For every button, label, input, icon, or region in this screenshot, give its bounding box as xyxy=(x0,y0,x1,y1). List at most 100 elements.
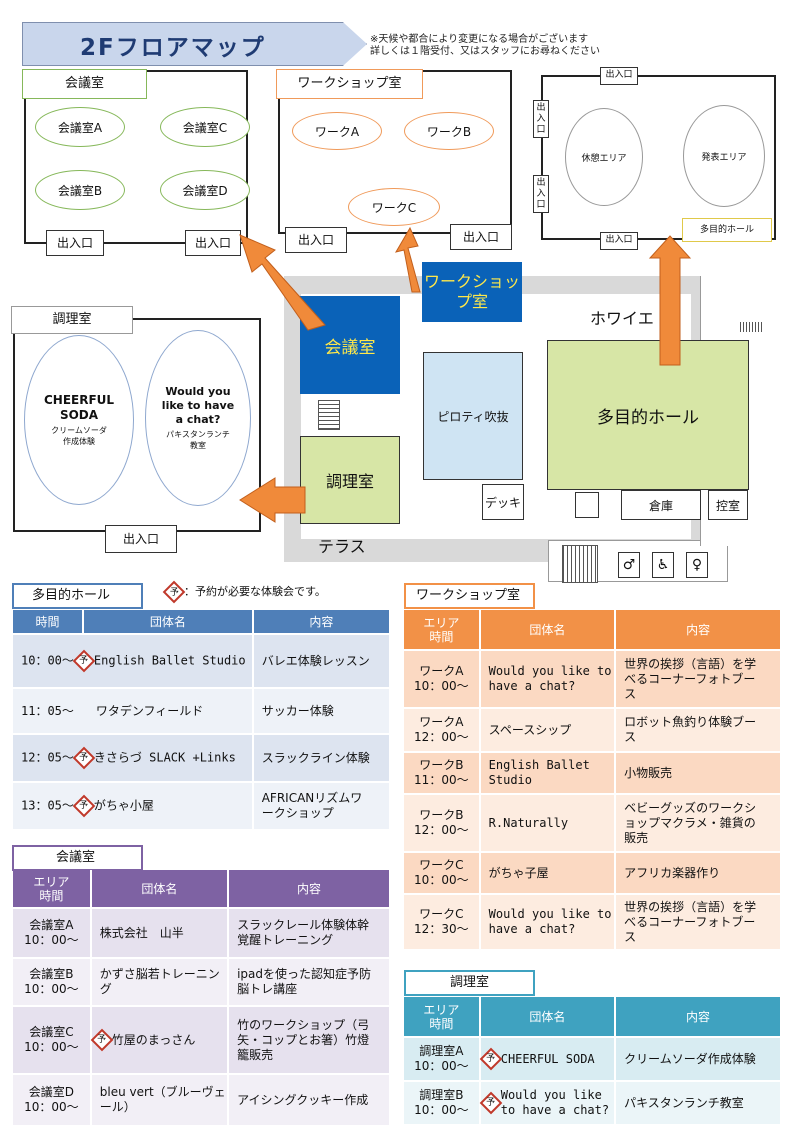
group-cell: スペースシップ xyxy=(479,708,617,753)
group-cell: Would you like to have a chat? xyxy=(479,650,617,709)
area-text: 会議室C xyxy=(29,1025,74,1039)
group-text: ワタデンフィールド xyxy=(95,703,204,718)
booth-cheerful-soda-name: CHEERFUL SODA xyxy=(44,393,115,422)
content-cell: アイシングクッキー作成 xyxy=(228,1074,391,1127)
area-text: 会議室D xyxy=(28,1085,75,1099)
plan-meeting: 会議室 xyxy=(300,296,400,394)
content-text: バレエ体験レッスン xyxy=(261,653,370,668)
title-banner xyxy=(22,22,367,66)
rest-area: 休憩エリア xyxy=(565,108,643,206)
time-text: 11：05～ xyxy=(21,703,74,718)
stairs-icon xyxy=(318,400,340,430)
direction-arrows xyxy=(239,226,692,523)
group-cell: 予竹屋のまっさん xyxy=(90,1006,230,1075)
time-text: 12：00～ xyxy=(414,823,469,837)
col-content: 内容 xyxy=(615,997,782,1038)
womens-toilet-icon: ♀ xyxy=(686,552,708,578)
group-cell: bleu vert（ブルーヴェール） xyxy=(90,1074,230,1127)
group-text: English Ballet Studio xyxy=(93,653,246,668)
plan-deck: デッキ xyxy=(482,484,524,520)
hall-door-side-2: 出入口 xyxy=(533,175,549,213)
reserve-mark-icon: 予 xyxy=(162,580,186,603)
workshop-room-label: ワークショップ室 xyxy=(276,69,423,99)
meeting-table-tag: 会議室 xyxy=(12,845,143,871)
workshop-door-right: 出入口 xyxy=(450,224,512,250)
content-cell: スラックライン体験 xyxy=(252,734,392,783)
group-text: きさらづ SLACK +Links xyxy=(93,750,236,765)
plan-waiting-room: 控室 xyxy=(708,490,748,520)
group-text: R.Naturally xyxy=(488,815,569,830)
group-text: がちゃ子屋 xyxy=(488,865,549,880)
group-text: bleu vert（ブルーヴェール） xyxy=(99,1085,226,1114)
booth-work-a: ワークA xyxy=(292,112,382,150)
booth-cheerful-soda-sub: クリームソーダ作成体験 xyxy=(51,426,107,446)
time-text: 10：00～ xyxy=(414,873,469,887)
plan-workshop: ワークショップ室 xyxy=(422,262,522,322)
group-text: 株式会社 山半 xyxy=(99,925,184,940)
time-text: 10：00～ xyxy=(414,679,469,693)
group-cell: R.Naturally xyxy=(479,794,617,853)
accessible-toilet-icon: ♿ xyxy=(652,552,674,578)
arrow-to-hall-icon xyxy=(648,235,692,366)
stairs-icon xyxy=(562,545,598,583)
cooking-door: 出入口 xyxy=(105,525,177,553)
group-cell: 株式会社 山半 xyxy=(90,908,230,959)
content-text: アフリカ楽器作り xyxy=(624,865,721,880)
area-text: 調理室A xyxy=(419,1044,464,1058)
group-text: Would you like to have a chat? xyxy=(488,907,612,936)
table-row: 11：05～ ワタデンフィールド サッカー体験 xyxy=(13,688,392,735)
area-text: ワークC xyxy=(419,858,464,872)
group-text: English Ballet Studio xyxy=(488,758,590,787)
plan-terrace: テラス xyxy=(318,537,366,556)
plan-cooking: 調理室 xyxy=(300,436,400,524)
notice-line-2: 詳しくは１階受付、又はスタッフにお尋ねください xyxy=(370,46,600,57)
group-cell: English Ballet Studio xyxy=(479,752,617,795)
booth-work-c: ワークC xyxy=(348,188,440,226)
content-text: パキスタンランチ教室 xyxy=(624,1095,744,1110)
arrow-to-workshop-icon xyxy=(394,226,421,293)
content-text: ベビーグッズのワークショップマクラメ・雑貨の販売 xyxy=(624,800,757,845)
booth-meeting-d: 会議室D xyxy=(160,170,250,210)
booth-meeting-b: 会議室B xyxy=(35,170,125,210)
area-text: ワークC xyxy=(419,907,464,921)
content-cell: パキスタンランチ教室 xyxy=(615,1081,782,1126)
reserve-note: ：予約が必要な体験会です。 xyxy=(184,585,326,598)
content-cell: スラックレール体験体幹覚醒トレーニング xyxy=(228,908,391,959)
page-title: 2Fフロアマップ xyxy=(80,35,266,61)
time-text: 10：00～ xyxy=(414,1059,469,1073)
group-text: Would you like to have a chat? xyxy=(488,664,612,693)
content-cell: AFRICANリズムワークショップ xyxy=(252,782,392,831)
time-cell: 13：05～予がちゃ小屋 xyxy=(13,782,254,831)
booth-meeting-c: 会議室C xyxy=(160,107,250,147)
time-text: 10：00～ xyxy=(24,933,79,947)
arrow-to-cooking-icon xyxy=(239,477,306,523)
content-cell: サッカー体験 xyxy=(252,688,392,735)
content-text: 世界の挨拶（言語）を学べるコーナーフォトブース xyxy=(624,899,757,944)
hall-door-bottom: 出入口 xyxy=(600,232,638,250)
content-cell: 小物販売 xyxy=(615,752,782,795)
group-text: 竹屋のまっさん xyxy=(111,1032,196,1047)
group-text: Would you like to have a chat? xyxy=(500,1088,610,1117)
content-text: クリームソーダ作成体験 xyxy=(624,1051,756,1066)
time-text: 10：00～ xyxy=(21,653,74,668)
meeting-door-left: 出入口 xyxy=(46,230,104,256)
time-text: 11：00～ xyxy=(414,773,469,787)
content-cell: アフリカ楽器作り xyxy=(615,852,782,895)
col-time: 時間 xyxy=(13,610,84,635)
